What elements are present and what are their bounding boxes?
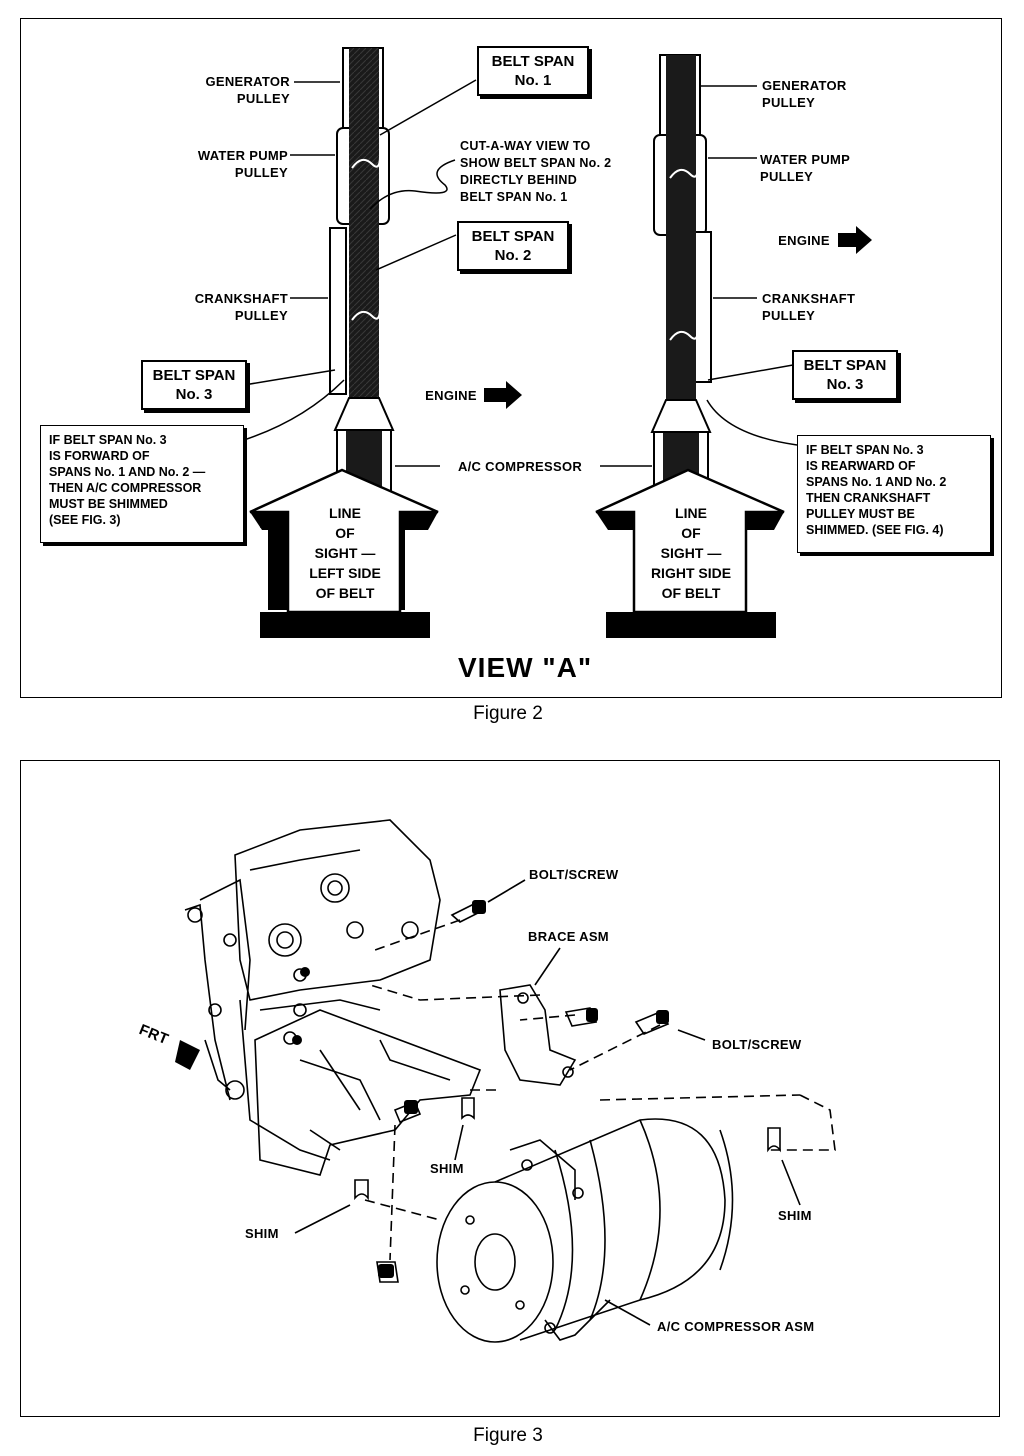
figure-3-leaders: [294, 879, 801, 1326]
bolt-screw-right-label: BOLT/SCREW: [712, 1037, 802, 1052]
mounting-bracket: [254, 1009, 482, 1176]
left-shim-note: IF BELT SPAN No. 3 IS FORWARD OF SPANS N…: [40, 425, 244, 543]
engine-arrow-center: [484, 381, 522, 409]
shims: [354, 1097, 781, 1201]
right-line-of-sight-arrow: [595, 468, 785, 638]
right-shim-note: IF BELT SPAN No. 3 IS REARWARD OF SPANS …: [797, 435, 991, 553]
left-belt-assembly: [329, 47, 395, 493]
shim-left-label: SHIM: [245, 1226, 279, 1241]
left-line-of-sight-arrow: [249, 468, 439, 638]
bolt-screw-top-label: BOLT/SCREW: [529, 867, 619, 882]
figure-3-caption: Figure 3: [473, 1425, 543, 1446]
left-water-pump-pulley-label: WATER PUMP PULLEY: [197, 148, 288, 180]
left-belt-span-3-box: BELT SPAN No. 3: [141, 360, 247, 410]
figure-2-caption: Figure 2: [473, 703, 543, 724]
cutaway-view-label: CUT-A-WAY VIEW TO SHOW BELT SPAN No. 2 D…: [460, 139, 612, 204]
frt-arrow: [175, 1040, 200, 1070]
left-generator-pulley-label: GENERATOR PULLEY: [205, 74, 290, 106]
right-belt-span-3-box: BELT SPAN No. 3: [792, 350, 898, 400]
right-water-pump-pulley-label: WATER PUMP PULLEY: [760, 152, 851, 184]
engine-arrow-right: [838, 226, 872, 254]
brace-asm-shape: [499, 984, 577, 1086]
engine-label-right: ENGINE: [778, 233, 830, 248]
ac-compressor-asm-label: A/C COMPRESSOR ASM: [657, 1319, 815, 1334]
right-line-of-sight-label: LINE OF SIGHT — RIGHT SIDE OF BELT: [650, 505, 732, 601]
figure-2-leaders: [243, 79, 798, 467]
brace-asm-label: BRACE ASM: [528, 929, 609, 944]
engine-label-center: ENGINE: [425, 388, 477, 403]
view-a-title: VIEW "A": [458, 652, 593, 683]
belt-span-2-box: BELT SPAN No. 2: [457, 221, 569, 271]
belt-span-1-box: BELT SPAN No. 1: [477, 46, 589, 96]
right-crankshaft-pulley-label: CRANKSHAFT PULLEY: [762, 291, 856, 323]
assembly-lines: [364, 919, 836, 1261]
right-generator-pulley-label: GENERATOR PULLEY: [762, 78, 847, 110]
ac-compressor-label-fig2: A/C COMPRESSOR: [457, 459, 583, 474]
shim-right-label: SHIM: [778, 1208, 812, 1223]
left-crankshaft-pulley-label: CRANKSHAFT PULLEY: [194, 291, 288, 323]
left-line-of-sight-label: LINE OF SIGHT — LEFT SIDE OF BELT: [309, 505, 381, 601]
shim-center-label: SHIM: [430, 1161, 464, 1176]
ac-compressor-body: [436, 1118, 734, 1343]
engine-block: [184, 819, 441, 1161]
